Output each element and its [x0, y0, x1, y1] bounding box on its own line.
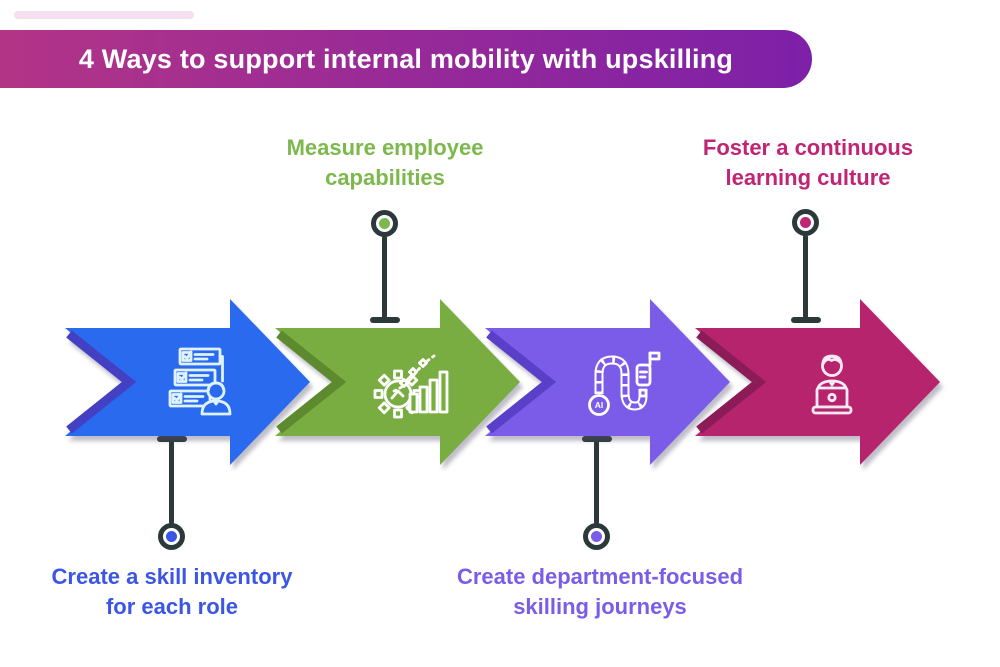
arrow-layer: AI — [65, 299, 940, 465]
person-laptop-icon — [811, 354, 853, 415]
step-3-marker-dot — [591, 531, 602, 542]
step-3-arrow: AI — [485, 299, 730, 465]
step-4-label: Foster a continuous learning culture — [702, 135, 914, 190]
step-4-arrow-shape — [695, 299, 940, 465]
step-1-connector-line — [169, 439, 174, 524]
step-3-label: Create department-focused skilling journ… — [456, 564, 744, 619]
step-1-marker-dot — [166, 531, 177, 542]
step-2-marker-dot — [379, 218, 390, 229]
step-4-marker — [792, 209, 819, 236]
step-2-arrow — [275, 299, 520, 465]
step-3-arrow-bevel — [486, 330, 557, 434]
header-banner: 4 Ways to support internal mobility with… — [0, 30, 812, 88]
step-4-marker-dot — [800, 217, 811, 228]
step-1-label: Create a skill inventory for each role — [51, 564, 293, 619]
step-1-arrow-bevel — [66, 330, 137, 434]
step-4-connector-line — [803, 235, 808, 318]
step-3-arrow-shape — [485, 299, 730, 465]
step-2-label: Measure employee capabilities — [286, 135, 484, 190]
step-4-arrow-bevel — [696, 330, 767, 434]
step-1-arrow-shape — [65, 299, 310, 465]
step-4-arrow — [695, 299, 940, 465]
step-1-marker — [158, 523, 185, 550]
decorative-streak — [14, 11, 194, 19]
step-2-connector-bar — [370, 317, 400, 323]
step-2-arrow-bevel — [276, 330, 347, 434]
ai-journey-path-icon: AI — [588, 351, 661, 416]
svg-text:AI: AI — [595, 400, 604, 410]
step-4-connector-bar — [791, 317, 821, 323]
step-3-marker — [583, 523, 610, 550]
gear-growth-chart-icon — [373, 354, 449, 419]
checklist-person-icon — [168, 347, 232, 416]
step-3-connector-line — [594, 439, 599, 524]
step-1-arrow — [65, 299, 310, 465]
page-title: 4 Ways to support internal mobility with… — [78, 43, 734, 74]
step-2-connector-line — [382, 236, 387, 318]
step-2-marker — [371, 210, 398, 237]
